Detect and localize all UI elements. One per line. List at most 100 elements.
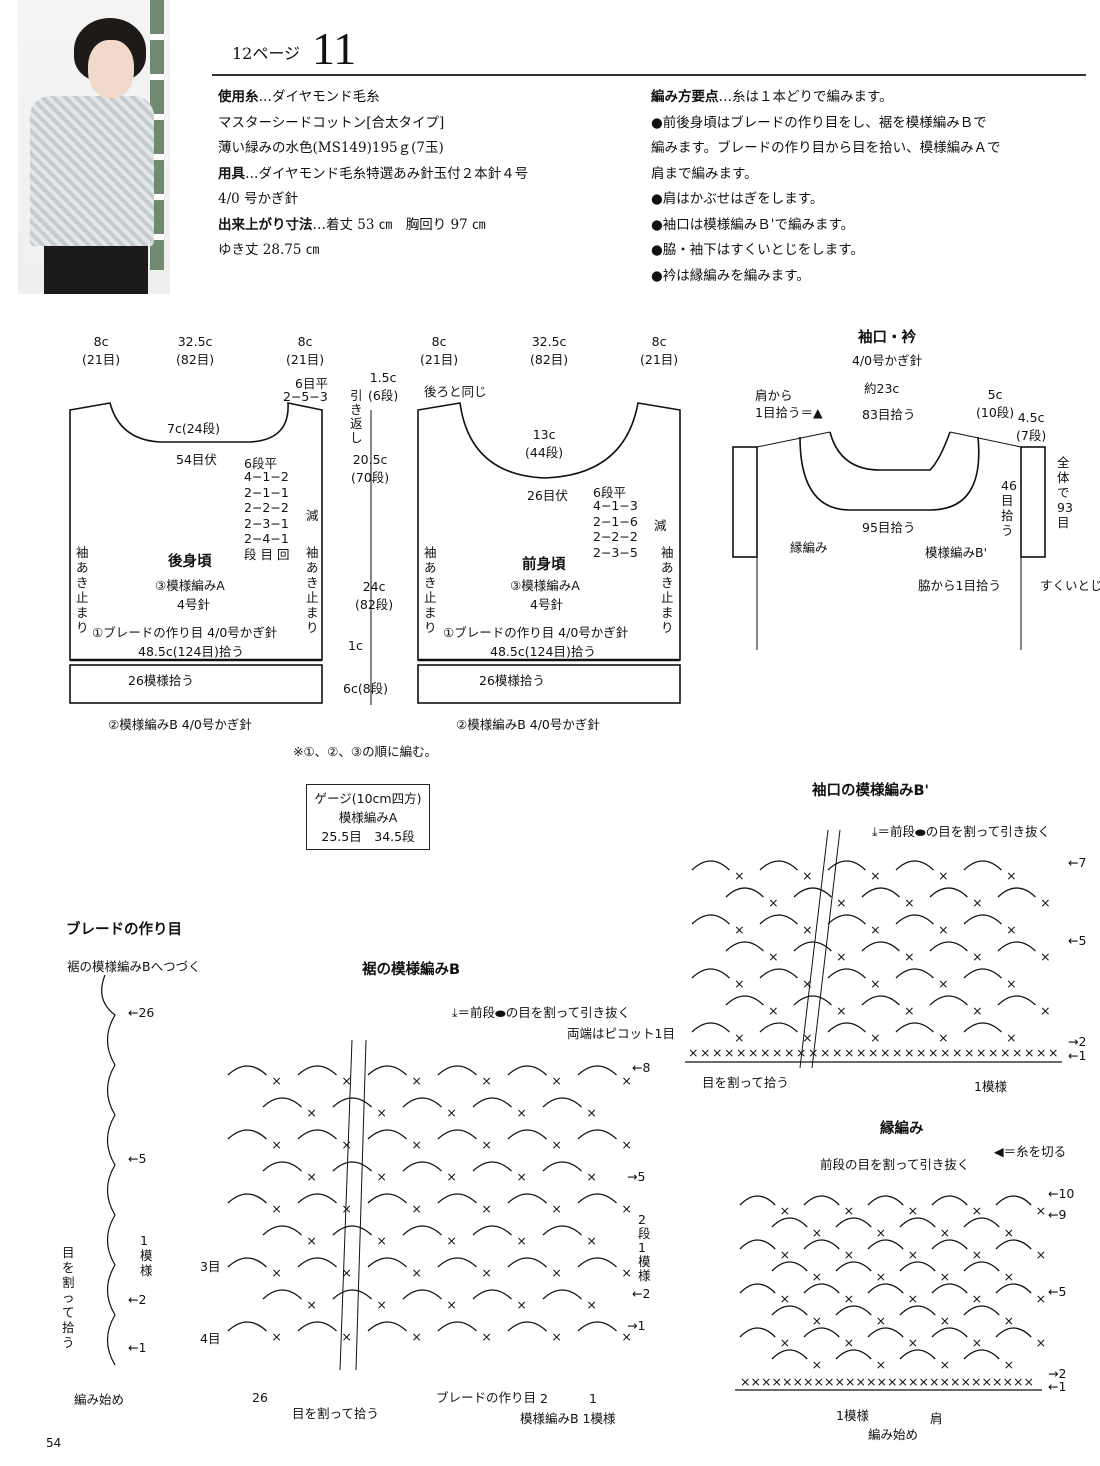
chain-arch — [542, 1225, 582, 1236]
sc-stitch: × — [1036, 1247, 1046, 1262]
braid-chart-title: ブレードの作り目 — [66, 922, 182, 938]
back-dim-center: 32.5c(82目) — [176, 334, 215, 367]
sc-stitch: × — [446, 1297, 456, 1312]
chain-arch — [577, 1129, 617, 1140]
sc-stitch: × — [928, 1045, 938, 1060]
front-armhole-left: 袖あき止まり — [424, 545, 437, 635]
sc-stitch: × — [870, 922, 880, 937]
seam-label: すくいとじ — [1040, 578, 1100, 593]
sc-stitch: × — [411, 1137, 421, 1152]
chain-arch — [963, 968, 1002, 979]
cuff-chart-legend: ⤓＝前段⬬の目を割って引き抜く — [872, 824, 1051, 839]
chain-arch — [542, 1161, 582, 1172]
sc-stitch: × — [760, 1045, 770, 1060]
sc-stitch: × — [712, 1045, 722, 1060]
sc-stitch: × — [796, 1045, 806, 1060]
sc-stitch: × — [376, 1169, 386, 1184]
gauge-values: 25.5目 34.5段 — [321, 829, 415, 844]
chain-arch — [725, 995, 764, 1006]
braid-split-note: 目を割って拾う — [62, 1245, 75, 1350]
sc-stitch: × — [481, 1201, 491, 1216]
chain-arch — [835, 1217, 872, 1228]
sc-stitch: × — [972, 1203, 982, 1218]
chain-arch — [895, 914, 934, 925]
yarn-color: 薄い緑みの水色(MS149)195ｇ(7玉) — [218, 140, 444, 156]
instruction-point: 肩まで編みます。 — [651, 165, 758, 182]
sc-stitch: × — [1036, 1203, 1046, 1218]
sc-stitch: × — [1024, 1045, 1034, 1060]
sc-stitch: × — [748, 1045, 758, 1060]
sleeve-collar-title: 袖口・衿 — [858, 330, 916, 346]
front-same-as-back: 後ろと同じ — [424, 384, 487, 399]
chain-arch — [827, 914, 866, 925]
chain-arch — [895, 1022, 934, 1033]
sc-stitch: × — [1006, 868, 1016, 883]
sc-stitch: × — [411, 1329, 421, 1344]
chain-arch — [867, 1327, 904, 1338]
inner-pick: 83目拾う — [862, 407, 916, 422]
left-cuff — [732, 446, 758, 558]
chain-arch — [929, 887, 968, 898]
sc-stitch: × — [1013, 1374, 1023, 1389]
chain-arch — [262, 1097, 302, 1108]
chain-arch — [227, 1193, 267, 1204]
chain-arch — [929, 941, 968, 952]
sc-stitch: × — [516, 1105, 526, 1120]
sc-stitch: × — [856, 1045, 866, 1060]
sc-stitch: × — [1040, 895, 1050, 910]
instructions-intro: …糸は１本どりで編みます。 — [718, 89, 893, 105]
sc-stitch: × — [972, 1247, 982, 1262]
chain-arch — [835, 1349, 872, 1360]
sc-stitch: × — [793, 1374, 803, 1389]
sc-stitch: × — [976, 1045, 986, 1060]
hem-stitch-grid: ××××××××××××××××××××××××××××××××××××××××… — [227, 1065, 632, 1344]
sc-stitch: × — [1000, 1045, 1010, 1060]
front-pickup2: 26模様拾う — [479, 673, 545, 688]
chain-arch — [227, 1129, 267, 1140]
front-neck-bind: 26目伏 — [527, 488, 568, 503]
sc-stitch: × — [870, 1030, 880, 1045]
sc-stitch: × — [1004, 1269, 1014, 1284]
size-value: …着丈 53 ㎝ 胸回り 97 ㎝ — [312, 216, 486, 233]
collar-inner — [829, 431, 951, 471]
sc-stitch: × — [1040, 949, 1050, 964]
sc-stitch: × — [908, 1291, 918, 1306]
sc-stitch: × — [341, 1265, 351, 1280]
sc-stitch: × — [938, 976, 948, 991]
hem-chart-split-left — [339, 1039, 353, 1371]
chain-arch — [437, 1257, 477, 1268]
yarn-value: …ダイヤモンド毛糸 — [258, 89, 380, 105]
chain-arch — [759, 914, 798, 925]
front-dim-center: 32.5c(82目) — [530, 334, 569, 367]
sc-stitch: × — [734, 868, 744, 883]
braid-row-2: ←2 — [128, 1292, 147, 1307]
chain-arch — [402, 1225, 442, 1236]
sleeve-collar-hook: 4/0号かぎ針 — [852, 353, 923, 368]
back-dec-label: 減 — [306, 508, 319, 523]
side-dim-body: 24c(82段) — [355, 579, 394, 612]
front-pickup: 48.5c(124目)拾う — [490, 644, 596, 659]
hem-chart-split-right — [355, 1039, 367, 1371]
chain-arch — [367, 1065, 407, 1076]
sc-stitch: × — [772, 1045, 782, 1060]
chain-arch — [867, 1239, 904, 1250]
sc-stitch: × — [972, 1291, 982, 1306]
edge-shoulder: 肩 — [930, 1411, 943, 1426]
hem-row-8: ←8 — [632, 1060, 651, 1075]
tools-label: 用具 — [218, 165, 245, 182]
chain-arch — [803, 1327, 840, 1338]
chain-arch — [963, 860, 1002, 871]
sc-stitch: × — [341, 1137, 351, 1152]
back-shoulder-note3: 引き返し — [350, 388, 363, 445]
sc-stitch: × — [1036, 1335, 1046, 1350]
sc-stitch: × — [341, 1073, 351, 1088]
sc-stitch: × — [411, 1265, 421, 1280]
chain-arch — [402, 1289, 442, 1300]
chain-arch — [861, 941, 900, 952]
chain-arch — [899, 1261, 936, 1272]
sc-stitch: × — [784, 1045, 794, 1060]
sc-stitch: × — [938, 868, 948, 883]
outer-pick: 95目拾う — [862, 520, 916, 535]
chain-arch — [759, 968, 798, 979]
pattern-number: 11 — [312, 23, 357, 74]
